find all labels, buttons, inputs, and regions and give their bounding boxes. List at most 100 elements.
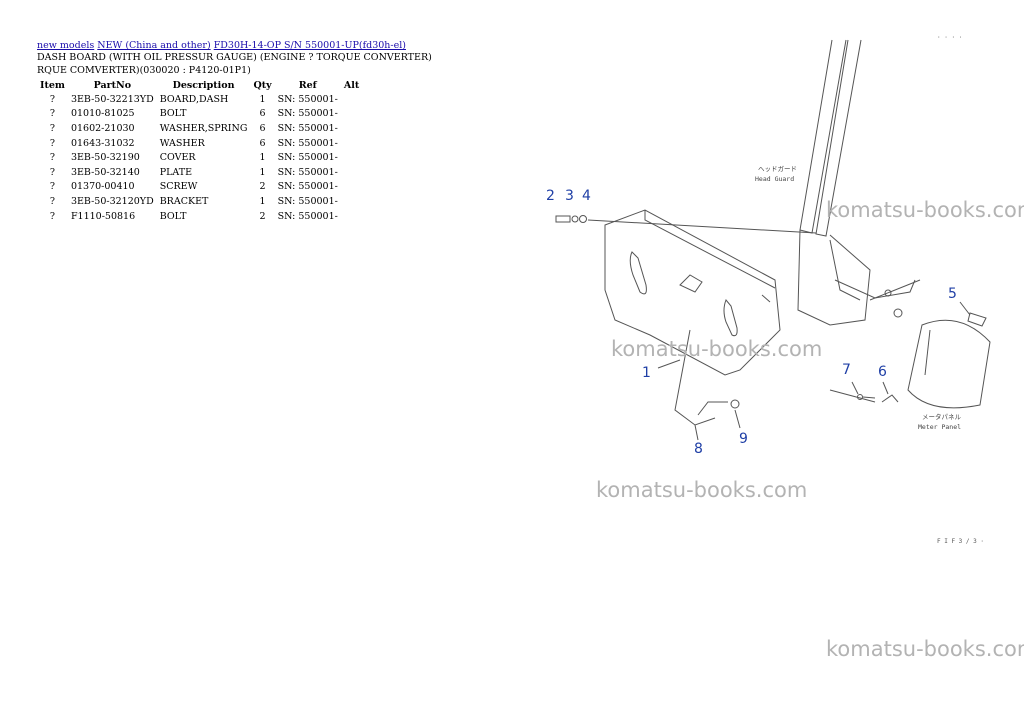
cell-partno: 01643-31032 [70,137,135,149]
table-row: ? 3EB-50-32120YD BRACKET 1 SN: 550001- [37,194,362,209]
cell-item: ? [49,152,56,164]
callout-8: 8 [694,441,703,457]
cell-item: ? [49,137,56,149]
breadcrumb-link-china[interactable]: NEW (China and other) [97,40,211,51]
parts-table: Item PartNo Description Qty Ref Alt ? 3E… [37,78,362,223]
cell-alt [341,136,362,151]
label-head-guard-en: Head Guard [755,175,794,183]
cell-description: WASHER [159,137,205,149]
head-guard-pillar [797,39,921,326]
callout-1: 1 [642,365,651,381]
callout-4: 4 [582,188,591,204]
breadcrumb: new models NEW (China and other) FD30H-1… [37,40,406,52]
cell-partno: 01370-00410 [70,181,135,193]
table-row: ? 3EB-50-32190 COVER 1 SN: 550001- [37,150,362,165]
cell-ref: SN: 550001- [277,166,338,178]
cell-description: COVER [159,152,196,164]
cell-qty: 6 [259,137,266,149]
cell-partno: 01602-21030 [70,122,135,134]
cell-partno: F1110-50816 [70,210,136,222]
cell-ref: SN: 550001- [277,137,338,149]
cell-ref: SN: 550001- [277,195,338,207]
table-row: ? 3EB-50-32213YD BOARD,DASH 1 SN: 550001… [37,92,362,107]
callout-9: 9 [739,431,748,447]
cell-ref: SN: 550001- [277,181,338,193]
cell-description: SCREW [159,181,198,193]
bolt-washer-assembly [555,215,587,223]
callout-2: 2 [546,188,555,204]
cell-alt [341,92,362,107]
col-alt: Alt [343,79,360,91]
col-item: Item [40,79,65,91]
corner-code: · · · · [937,34,963,41]
cell-item: ? [49,122,56,134]
cell-qty: 2 [259,210,266,222]
cell-alt [341,194,362,209]
cell-alt [341,165,362,180]
callout-5: 5 [948,286,957,302]
cell-description: WASHER,SPRING [159,122,248,134]
table-row: ? F1110-50816 BOLT 2 SN: 550001- [37,209,362,224]
cell-description: BOLT [159,108,187,120]
meter-panel-cover [829,312,991,409]
table-row: ? 3EB-50-32140 PLATE 1 SN: 550001- [37,165,362,180]
col-description: Description [172,79,235,91]
cell-qty: 6 [259,122,266,134]
callout-7: 7 [842,362,851,378]
bolt-leader-line [587,219,817,234]
dash-board-part [604,209,781,376]
cell-partno: 3EB-50-32190 [70,152,140,164]
cell-qty: 6 [259,108,266,120]
cell-item: ? [49,195,56,207]
cell-item: ? [49,166,56,178]
cell-partno: 01010-81025 [70,108,135,120]
col-partno: PartNo [93,79,132,91]
table-row: ? 01602-21030 WASHER,SPRING 6 SN: 550001… [37,121,362,136]
cell-partno: 3EB-50-32120YD [70,195,154,207]
watermark: komatsu-books.com [826,198,1024,222]
cell-ref: SN: 550001- [277,108,338,120]
cell-description: BOARD,DASH [159,93,229,105]
cell-alt [341,150,362,165]
breadcrumb-link-new-models[interactable]: new models [37,40,95,51]
table-row: ? 01643-31032 WASHER 6 SN: 550001- [37,136,362,151]
cell-ref: SN: 550001- [277,152,338,164]
callout-6: 6 [878,364,887,380]
label-head-guard-jp: ヘッドガード [758,164,797,173]
watermark: komatsu-books.com [611,337,823,361]
cell-alt [341,121,362,136]
callout-3: 3 [565,188,574,204]
parts-diagram: 2 3 4 1 5 7 6 8 9 ヘッドガード Head Guard メータパ… [546,39,991,457]
cell-alt [341,180,362,195]
watermark: komatsu-books.com [596,478,808,502]
cell-partno: 3EB-50-32213YD [70,93,154,105]
cell-item: ? [49,181,56,193]
table-row: ? 01010-81025 BOLT 6 SN: 550001- [37,107,362,122]
label-meter-panel-en: Meter Panel [918,423,961,431]
page-title: DASH BOARD (WITH OIL PRESSUR GAUGE) (ENG… [37,52,432,76]
cell-qty: 1 [259,93,266,105]
cell-item: ? [49,108,56,120]
cell-ref: SN: 550001- [277,210,338,222]
col-ref: Ref [298,79,317,91]
cell-ref: SN: 550001- [277,122,338,134]
table-row: ? 01370-00410 SCREW 2 SN: 550001- [37,180,362,195]
cell-ref: SN: 550001- [277,93,338,105]
cell-qty: 1 [259,166,266,178]
cell-item: ? [49,93,56,105]
cell-description: BOLT [159,210,187,222]
footer-code: F I F 3 / 3 · [937,538,984,545]
cell-item: ? [49,210,56,222]
bracket-part [674,329,740,426]
cell-description: BRACKET [159,195,209,207]
cell-qty: 1 [259,152,266,164]
cell-alt [341,107,362,122]
cell-qty: 2 [259,181,266,193]
label-meter-panel-jp: メータパネル [922,412,962,421]
cell-alt [341,209,362,224]
breadcrumb-link-model[interactable]: FD30H-14-OP S/N 550001-UP(fd30h-el) [213,40,406,51]
table-header-row: Item PartNo Description Qty Ref Alt [37,78,362,92]
cell-description: PLATE [159,166,193,178]
col-qty: Qty [253,79,272,91]
cell-partno: 3EB-50-32140 [70,166,140,178]
